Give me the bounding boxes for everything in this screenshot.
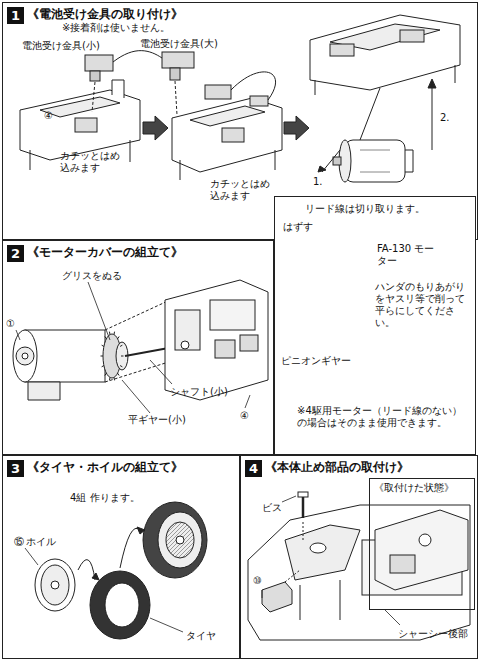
- step-panel: 3《タイヤ・ホイルの組立て》: [2, 455, 240, 659]
- wheel-assembled: [143, 502, 207, 578]
- part-label: タイヤ: [186, 630, 216, 642]
- chassis-part: [172, 72, 282, 180]
- part-label: ④: [44, 110, 53, 122]
- part-label: ホイル: [26, 536, 56, 548]
- step-title: 《本体止め部品の取付け》: [265, 460, 409, 474]
- part-label: 電池受け金具(小): [22, 40, 100, 52]
- step-number: 4: [245, 460, 262, 477]
- part-label: ④: [240, 410, 249, 422]
- part-label: ビス: [262, 502, 282, 514]
- part-label: 電池受け金具(大): [140, 38, 218, 50]
- chassis-part: [310, 15, 460, 140]
- part-label: カチッとはめ 込みます: [60, 150, 122, 174]
- note-text: リード線は切り取ります。: [305, 203, 425, 215]
- chassis-part: [165, 280, 268, 400]
- step-number: 2: [7, 245, 24, 262]
- installed-view: [375, 510, 468, 590]
- part-label: 4組 作ります。: [70, 492, 140, 504]
- note-text: はずす: [283, 221, 313, 233]
- step-number: 3: [7, 460, 24, 477]
- note-text: ※4駆用モーター（リード線のない）の場合はそのまま使用できます。: [297, 405, 465, 429]
- tire: [90, 571, 150, 639]
- part-label: グリスをぬる: [62, 270, 122, 282]
- part-label: 1.: [313, 176, 323, 188]
- part-label: 平ギヤー(小): [128, 414, 186, 426]
- inset-box: 《取付けた状態》: [369, 478, 475, 610]
- motor: [318, 79, 436, 182]
- part-label: シャフト(小): [170, 386, 228, 398]
- note-text: ピニオンギヤー: [281, 355, 351, 367]
- screw: [298, 492, 308, 540]
- part-label: 2.: [440, 112, 450, 124]
- part-label: ⑮: [14, 536, 24, 548]
- motor-cover: [13, 300, 175, 400]
- step-arrow: [143, 116, 168, 140]
- note-text: FA-130 モーター: [377, 243, 437, 267]
- part-label: シャーシー後部: [398, 628, 468, 640]
- battery-terminal: [85, 51, 194, 115]
- wheel: [35, 559, 75, 611]
- chassis-stopper: [262, 570, 300, 612]
- inset-box: リード線は切り取ります。はずす FA-130 モーターハンダのもりあがりをヤスリ等…: [274, 196, 476, 455]
- step-title: 《モーターカバーの組立て》: [27, 245, 183, 259]
- note-text: 《取付けた状態》: [374, 482, 454, 494]
- part-label: ①: [6, 318, 15, 330]
- part-label: カチッとはめ 込みます: [210, 178, 272, 202]
- step-number: 1: [7, 7, 24, 24]
- note-text: ハンダのもりあがりをヤスリ等で削って平らにしてください。: [375, 281, 471, 329]
- step-arrow: [284, 116, 309, 140]
- chassis-rear: [248, 505, 470, 640]
- part-label: ⑩: [253, 575, 262, 587]
- spur-gear: [101, 332, 129, 381]
- step-title: 《電池受け金具の取り付け》: [27, 7, 183, 21]
- part-label: ※接着剤は使いません。: [62, 22, 170, 34]
- step-title: 《タイヤ・ホイルの組立て》: [27, 460, 183, 474]
